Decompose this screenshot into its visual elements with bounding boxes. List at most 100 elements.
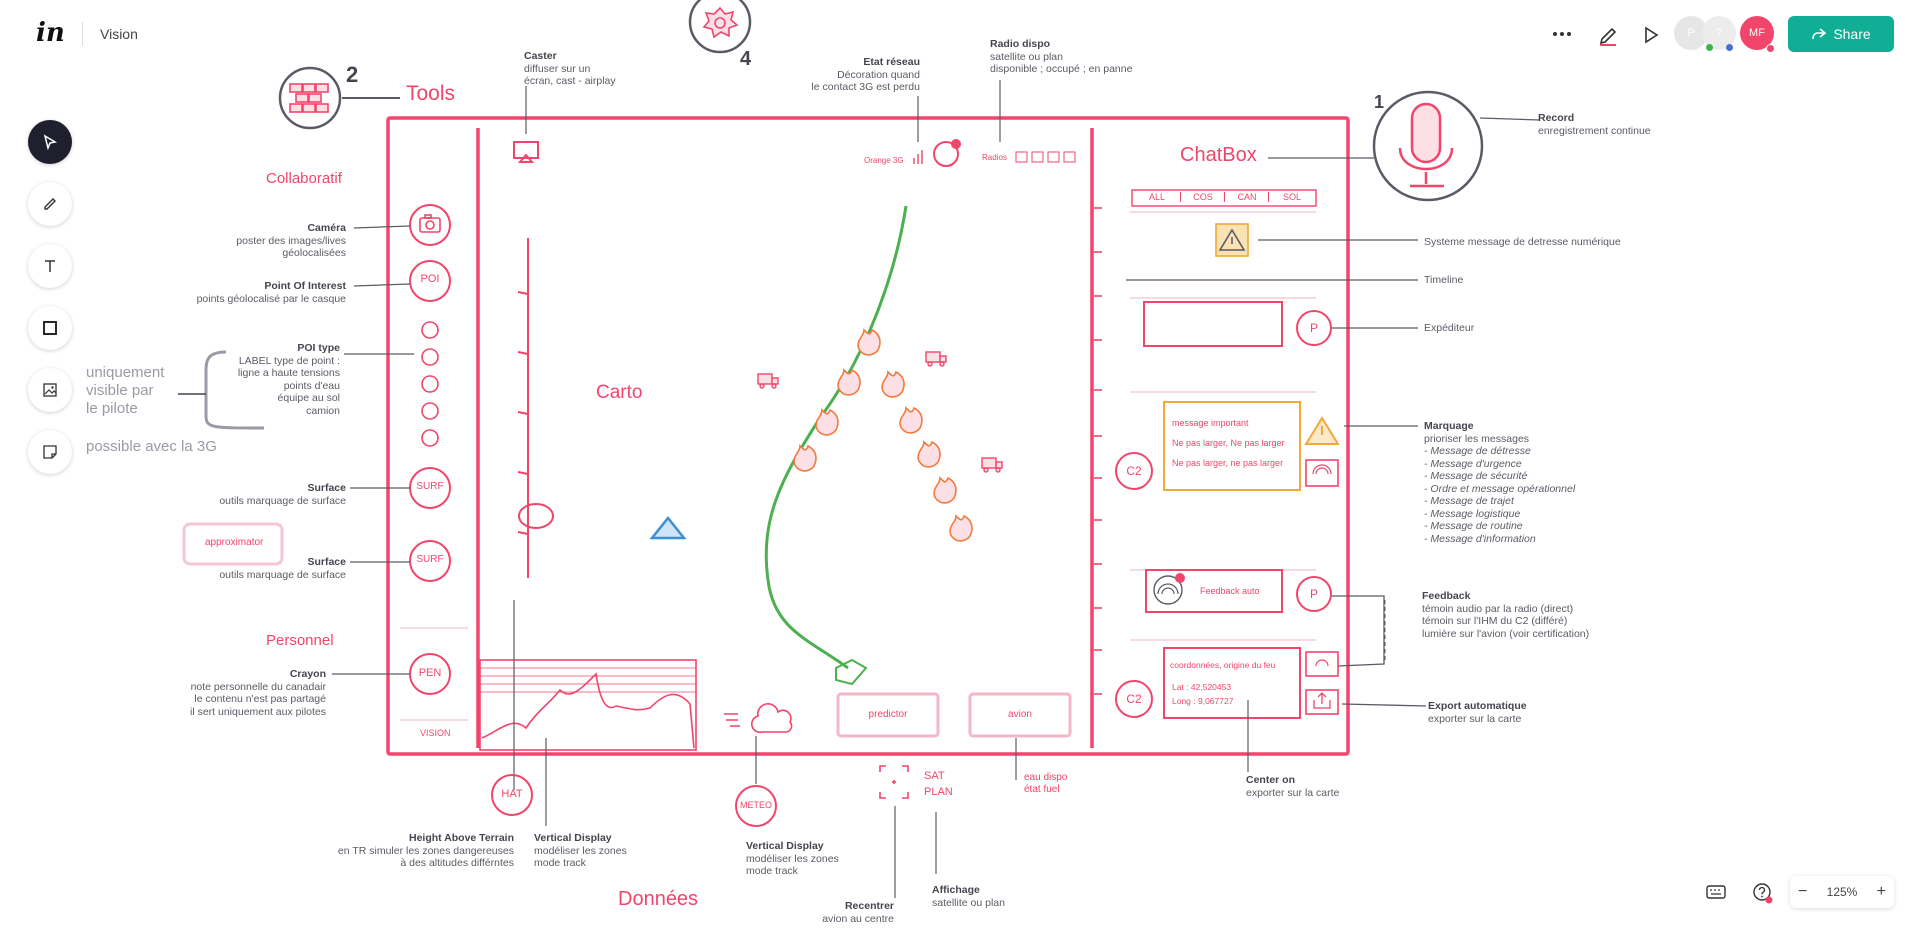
fire-icons bbox=[793, 328, 973, 542]
alert-dot bbox=[951, 139, 961, 149]
surf-button[interactable]: SURF bbox=[416, 554, 444, 565]
route-end-marker bbox=[835, 658, 868, 686]
board-title[interactable]: Vision bbox=[100, 26, 138, 42]
pen-icon bbox=[44, 198, 56, 210]
note-sender: Expéditeur bbox=[1424, 322, 1475, 334]
chat-tabs bbox=[1131, 189, 1317, 207]
note-surface: Surface outils marquage de surface bbox=[219, 482, 346, 507]
note-recentrer: Recentrer avion au centre bbox=[822, 900, 894, 925]
predictor-button[interactable]: predictor bbox=[868, 709, 908, 720]
vertical-display-graph bbox=[479, 659, 697, 751]
zoom-control: − 125% + bbox=[1790, 876, 1894, 908]
microphone-badge-icon bbox=[1372, 90, 1484, 202]
pilot-only-note: uniquement visible par le pilote bbox=[86, 364, 165, 417]
keyboard-shortcuts-icon[interactable] bbox=[1706, 884, 1726, 905]
divider bbox=[82, 22, 83, 46]
select-tool-button[interactable] bbox=[28, 120, 72, 164]
presence-dot bbox=[1766, 44, 1775, 53]
note-center: Center on exporter sur la carte bbox=[1246, 774, 1340, 799]
share-button[interactable]: Share bbox=[1788, 16, 1894, 52]
presence-dot bbox=[1706, 44, 1713, 51]
message-line: Ne pas larger, Ne pas larger bbox=[1172, 438, 1285, 448]
altitude-ruler bbox=[517, 238, 554, 578]
tools-heading: Tools bbox=[406, 82, 456, 105]
longitude-value: Long : 9,067727 bbox=[1172, 696, 1234, 706]
shape-tool-button[interactable] bbox=[28, 306, 72, 350]
zoom-level[interactable]: 125% bbox=[1826, 885, 1858, 899]
note-poi-type: POI type LABEL type de point : ligne a h… bbox=[237, 342, 340, 417]
camera-button-circle bbox=[409, 204, 451, 246]
approximator-box bbox=[182, 522, 284, 566]
tab-cos[interactable]: COS bbox=[1180, 192, 1225, 202]
zoom-out-button[interactable]: − bbox=[1798, 883, 1808, 900]
text-tool-button[interactable] bbox=[28, 244, 72, 288]
settings-badge-icon bbox=[688, 0, 752, 54]
tab-sol[interactable]: SOL bbox=[1268, 192, 1315, 202]
note-hat: Height Above Terrain en TR simuler les z… bbox=[337, 832, 514, 869]
sticky-tool-button[interactable] bbox=[28, 430, 72, 474]
note-radio: Radio dispo satellite ou plan disponible… bbox=[990, 38, 1133, 75]
plan-label[interactable]: PLAN bbox=[924, 786, 953, 798]
3g-note: possible avec la 3G bbox=[86, 438, 217, 455]
top-bar: in Vision P ? MF Share bbox=[0, 0, 1905, 64]
invision-logo[interactable]: in bbox=[36, 18, 65, 48]
truck-icons bbox=[757, 351, 1003, 473]
more-options-icon[interactable] bbox=[1552, 24, 1572, 49]
carto-label: Carto bbox=[596, 382, 643, 403]
share-label: Share bbox=[1833, 26, 1871, 42]
surf-button[interactable]: SURF bbox=[416, 481, 444, 492]
c2-badge: C2 bbox=[1126, 464, 1142, 478]
pen-tool-button[interactable] bbox=[28, 182, 72, 226]
pen-button[interactable]: PEN bbox=[418, 667, 442, 679]
tools-badge-icon bbox=[278, 66, 342, 130]
sticky-note-icon bbox=[43, 445, 57, 459]
section-collaboratif: Collaboratif bbox=[266, 170, 342, 187]
avion-button-frame bbox=[968, 692, 1072, 738]
help-icon[interactable] bbox=[1752, 882, 1774, 909]
meteo-button[interactable]: METEO bbox=[739, 800, 772, 810]
tab-all[interactable]: ALL bbox=[1148, 192, 1165, 202]
poi-button[interactable]: POI bbox=[420, 273, 440, 285]
avion-button[interactable]: avion bbox=[1008, 709, 1032, 720]
note-crayon: Crayon note personnelle du canadair le c… bbox=[190, 668, 326, 718]
image-tool-button[interactable] bbox=[28, 368, 72, 412]
note-marquage: Marquage prioriser les messages - Messag… bbox=[1424, 420, 1576, 545]
sender-badge: P bbox=[1309, 321, 1318, 335]
coordinates-title: coordonnées, origine du feu bbox=[1170, 660, 1276, 670]
note-affichage: Affichage satellite ou plan bbox=[932, 884, 1005, 909]
step-number: 1 bbox=[1374, 92, 1385, 112]
radio-slots bbox=[1015, 151, 1076, 163]
note-feedback: Feedback témoin audio par la radio (dire… bbox=[1422, 590, 1590, 640]
audio-badge bbox=[1305, 459, 1339, 487]
note-poi: Point Of Interest points géolocalisé par… bbox=[196, 280, 346, 305]
chatbox-heading: ChatBox bbox=[1180, 144, 1257, 166]
network-icon bbox=[913, 141, 959, 167]
c2-badge: C2 bbox=[1126, 692, 1142, 706]
poi-type-circles bbox=[421, 321, 439, 447]
hat-button[interactable]: HAT bbox=[501, 788, 523, 800]
important-message-title: message important bbox=[1172, 418, 1249, 428]
present-icon[interactable] bbox=[1642, 26, 1660, 49]
sat-label[interactable]: SAT bbox=[924, 770, 945, 782]
approximator-label: approximator bbox=[205, 537, 264, 548]
vision-label: VISION bbox=[420, 728, 451, 738]
avatar[interactable]: MF bbox=[1740, 16, 1774, 50]
image-icon bbox=[43, 383, 57, 397]
feedback-box bbox=[1145, 569, 1283, 613]
zoom-in-button[interactable]: + bbox=[1876, 883, 1886, 900]
tab-can[interactable]: CAN bbox=[1224, 192, 1269, 202]
sender-box bbox=[1143, 301, 1283, 347]
note-caster: Caster diffuser sur un écran, cast - air… bbox=[524, 50, 616, 87]
weather-icon bbox=[724, 703, 793, 734]
device-frame bbox=[386, 116, 1350, 756]
cast-icon bbox=[513, 141, 539, 163]
latitude-value: Lat : 42,520453 bbox=[1172, 682, 1232, 692]
donnees-heading: Données bbox=[618, 888, 699, 910]
water-fuel-label: eau dispo état fuel bbox=[1024, 772, 1068, 795]
aircraft-position-icon bbox=[649, 515, 687, 540]
step-number: 2 bbox=[346, 62, 359, 87]
note-vertical-display: Vertical Display modéliser les zones mod… bbox=[746, 840, 839, 877]
edit-mode-icon[interactable] bbox=[1598, 24, 1618, 51]
camera-icon bbox=[419, 214, 441, 233]
